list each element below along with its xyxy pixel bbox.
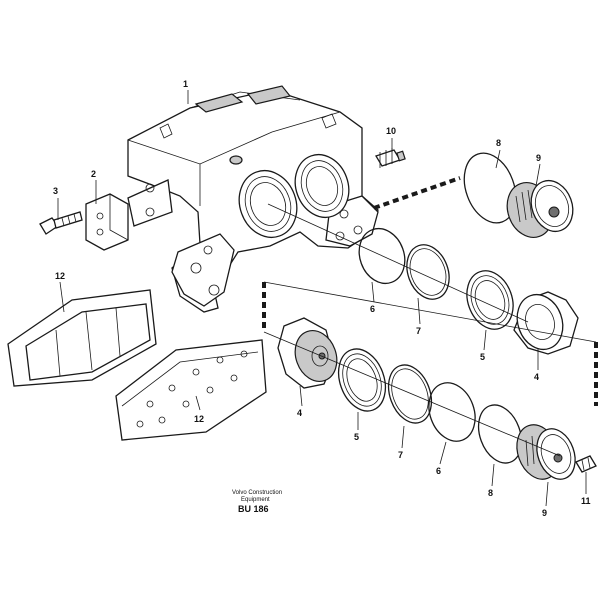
callout-9-lower: 9 xyxy=(542,508,547,518)
callout-7-lower: 7 xyxy=(398,450,403,460)
o-ring-8-upper xyxy=(463,152,517,224)
callout-7-upper: 7 xyxy=(416,326,421,336)
drawing-caption: Volvo Construction Equipment BU 186 xyxy=(232,490,282,514)
o-ring-8-lower xyxy=(477,404,523,464)
seal-ring-6-lower xyxy=(428,382,476,442)
seal-ring-7-lower xyxy=(387,364,433,424)
plug-screw xyxy=(575,455,597,473)
callout-12-upper: 12 xyxy=(55,271,65,281)
callout-6-lower: 6 xyxy=(436,466,441,476)
callout-5-upper: 5 xyxy=(480,352,485,362)
brake-pad-upper xyxy=(7,289,157,387)
seal-ring-6-upper xyxy=(358,227,406,285)
seal-ring-7-upper xyxy=(406,244,450,300)
piston-4-upper xyxy=(513,291,579,355)
bolt xyxy=(39,211,83,235)
brake-pad-lower xyxy=(115,339,267,441)
callout-1: 1 xyxy=(183,79,188,89)
leader-lines xyxy=(57,90,587,507)
caption-company: Volvo Construction xyxy=(232,490,282,496)
caption-division: Equipment xyxy=(241,497,270,503)
mounting-plate xyxy=(85,193,129,251)
callout-10: 10 xyxy=(386,126,396,136)
callout-labels: 1 2 3 10 8 9 12 12 6 7 5 4 4 5 7 6 8 9 1… xyxy=(53,79,591,518)
callout-8-lower: 8 xyxy=(488,488,493,498)
callout-2: 2 xyxy=(91,169,96,179)
bleed-nipple xyxy=(375,148,406,168)
callout-3: 3 xyxy=(53,186,58,196)
cover-9-upper xyxy=(506,179,574,238)
dust-boot-5-lower xyxy=(337,348,387,412)
assembly-lines xyxy=(262,176,598,457)
callout-6-upper: 6 xyxy=(370,304,375,314)
callout-11: 11 xyxy=(581,496,591,506)
callout-4-upper: 4 xyxy=(534,372,539,382)
caliper-housing xyxy=(127,85,379,313)
drawing-code: BU 186 xyxy=(238,504,269,514)
callout-5-lower: 5 xyxy=(354,432,359,442)
dust-boot-5-upper xyxy=(466,270,514,330)
cover-9-lower xyxy=(516,424,576,480)
callout-8-upper: 8 xyxy=(496,138,501,148)
callout-12-lower: 12 xyxy=(194,414,204,424)
callout-4-lower: 4 xyxy=(297,408,302,418)
piston-4-lower xyxy=(277,317,338,389)
callout-9-upper: 9 xyxy=(536,153,541,163)
